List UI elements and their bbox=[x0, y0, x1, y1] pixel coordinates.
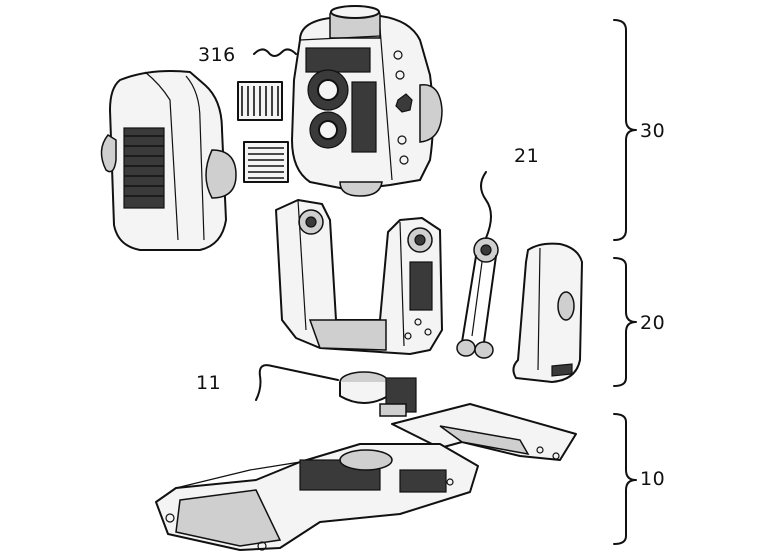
head-cover-left-vent bbox=[124, 135, 164, 197]
label-20: 20 bbox=[640, 312, 666, 334]
motor-11 bbox=[255, 364, 417, 417]
label-21: 21 bbox=[514, 145, 540, 167]
label-30: 30 bbox=[640, 120, 666, 142]
label-316: 316 bbox=[198, 44, 236, 66]
brace-30 bbox=[613, 19, 637, 241]
leader-316 bbox=[253, 48, 297, 57]
head-cover-left bbox=[100, 70, 237, 251]
belt-drive-21 bbox=[456, 171, 499, 359]
brace-10 bbox=[613, 413, 637, 545]
brace-20 bbox=[613, 257, 637, 387]
yoke-arm bbox=[275, 199, 443, 355]
filter-grille-lower bbox=[243, 141, 289, 183]
yoke-cover bbox=[512, 242, 583, 383]
label-10: 10 bbox=[640, 468, 666, 490]
label-11: 11 bbox=[196, 372, 222, 394]
base-chassis bbox=[155, 443, 479, 551]
head-main-body bbox=[291, 5, 443, 197]
filter-grille-upper bbox=[237, 81, 283, 121]
